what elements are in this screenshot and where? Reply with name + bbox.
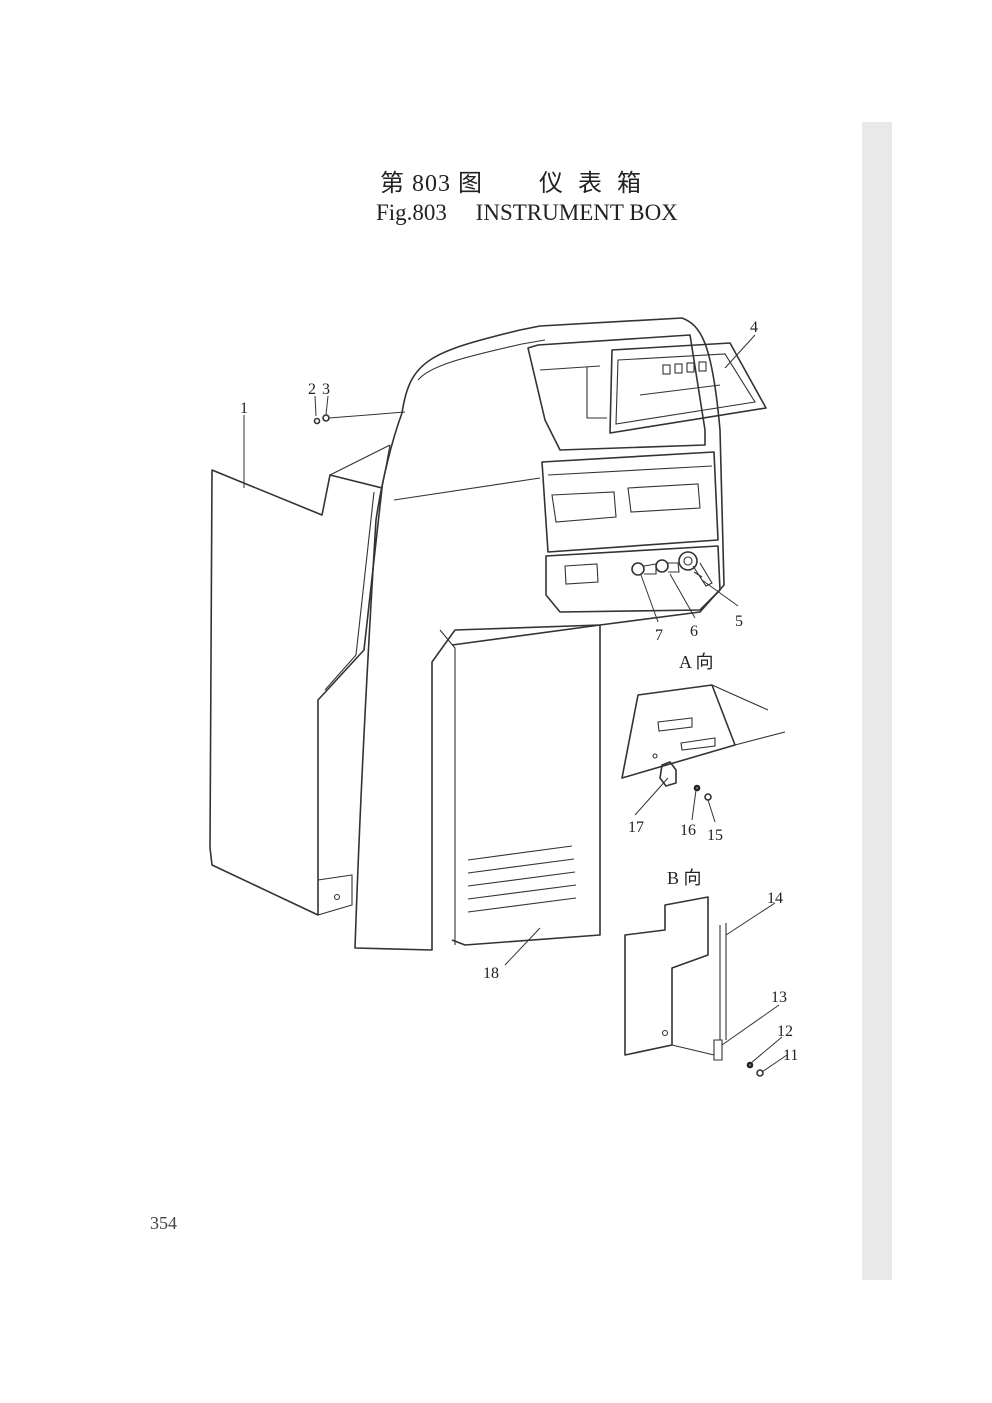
callout-2: 2 bbox=[308, 381, 316, 398]
view-b-detail bbox=[624, 896, 764, 1077]
callout-13: 13 bbox=[771, 989, 787, 1006]
callout-7: 7 bbox=[655, 627, 663, 644]
callout-16: 16 bbox=[680, 822, 696, 839]
scan-shadow-strip bbox=[862, 122, 892, 1280]
bolt-washer bbox=[313, 411, 406, 425]
callout-18: 18 bbox=[483, 965, 499, 982]
callout-14: 14 bbox=[767, 890, 783, 907]
callout-5: 5 bbox=[735, 613, 743, 630]
side-cover-panel bbox=[209, 444, 391, 916]
page-number: 354 bbox=[150, 1213, 177, 1233]
view-b-label: B 向 bbox=[667, 868, 702, 888]
view-a-label: A 向 bbox=[679, 652, 714, 672]
figure-title-english: Fig.803 INSTRUMENT BOX bbox=[376, 200, 678, 225]
callout-4: 4 bbox=[750, 319, 758, 336]
callout-15: 15 bbox=[707, 827, 723, 844]
callout-11: 11 bbox=[783, 1047, 798, 1064]
callout-17: 17 bbox=[628, 819, 644, 836]
callout-12: 12 bbox=[777, 1023, 793, 1040]
view-a-detail bbox=[621, 684, 786, 801]
figure-title-chinese: 第 803 图 仪 表 箱 bbox=[380, 171, 642, 197]
callout-3: 3 bbox=[322, 381, 330, 398]
instrument-panel bbox=[609, 342, 767, 434]
callout-6: 6 bbox=[690, 623, 698, 640]
callout-1: 1 bbox=[240, 400, 248, 417]
instrument-housing bbox=[354, 317, 725, 951]
